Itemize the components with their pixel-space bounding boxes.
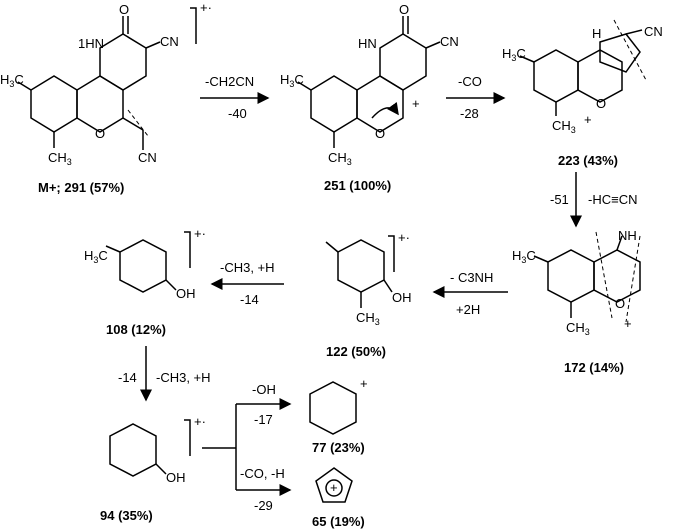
svg-text:CH3: CH3 [566, 320, 590, 337]
svg-text:O: O [399, 2, 409, 17]
svg-text:H3C: H3C [502, 46, 526, 63]
o-label: O [95, 126, 105, 141]
charge-291: +· [200, 0, 212, 15]
plus-77: + [360, 376, 368, 391]
step-7-mass: -17 [254, 412, 273, 427]
compound-122: CH3 OH +· 122 (50%) [325, 230, 412, 359]
step-7-loss: -OH [252, 382, 276, 397]
plus-223: + [584, 112, 592, 127]
step-1-mass: -40 [228, 106, 247, 121]
cn-label: CN [440, 34, 459, 49]
plus-251: + [412, 96, 420, 111]
step-4-loss: - C3NH [450, 270, 493, 285]
step-3-loss: -HC≡CN [588, 192, 637, 207]
svg-text:CH3: CH3 [552, 118, 576, 135]
o-label: O [596, 96, 606, 111]
nh-label: HN [358, 36, 377, 51]
svg-text:H3C: H3C [84, 248, 108, 265]
step-6-loss: -CH3, +H [156, 370, 211, 385]
compound-291: O 1HN CN O H3C CH3 CN +· M+; 291 (57%) [0, 0, 212, 195]
charge-108: +· [194, 226, 206, 241]
charge-94: +· [194, 414, 206, 429]
compound-94: OH +· 94 (35%) [100, 414, 206, 523]
step-4-gain: +2H [456, 302, 480, 317]
svg-text:CH3: CH3 [48, 150, 72, 167]
step-2-mass: -28 [460, 106, 479, 121]
compound-251: O HN CN O H3C CH3 + 251 (100%) [280, 2, 459, 193]
caption-291: M+; 291 (57%) [38, 180, 124, 195]
step-5: -CH3, +H -14 [210, 260, 284, 307]
compound-172: O H3C CH3 NH + 172 (14%) [512, 228, 641, 375]
step-3: -51 -HC≡CN [550, 172, 637, 228]
cn-label: CN [160, 34, 179, 49]
nh-label: 1HN [78, 36, 104, 51]
caption-122: 122 (50%) [326, 344, 386, 359]
branch-connector: -OH -17 -CO, -H -29 [202, 382, 292, 513]
step-3-mass: -51 [550, 192, 569, 207]
nh-label: H [592, 26, 601, 41]
svg-text:O: O [119, 2, 129, 17]
cn2-label: CN [138, 150, 157, 165]
plus-172: + [624, 316, 632, 331]
plus-65: + [330, 480, 338, 495]
svg-text:H3C: H3C [0, 72, 24, 89]
caption-94: 94 (35%) [100, 508, 153, 523]
step-5-mass: -14 [240, 292, 259, 307]
cn-label: CN [644, 24, 663, 39]
o-label: O [615, 296, 625, 311]
svg-text:CH3: CH3 [328, 150, 352, 167]
step-4: - C3NH +2H [432, 270, 508, 317]
step-8-loss: -CO, -H [240, 466, 285, 481]
caption-172: 172 (14%) [564, 360, 624, 375]
compound-223: H CN O H3C CH3 + 223 (43%) [502, 19, 663, 168]
svg-text:H3C: H3C [512, 248, 536, 265]
compound-77: + 77 (23%) [309, 376, 368, 455]
caption-65: 65 (19%) [312, 514, 365, 529]
step-2-loss: -CO [458, 74, 482, 89]
charge-122: +· [398, 230, 410, 245]
svg-text:H3C: H3C [280, 72, 304, 89]
step-6-mass: -14 [118, 370, 137, 385]
oh-label: OH [166, 470, 186, 485]
compound-65: + 65 (19%) [312, 467, 365, 529]
caption-77: 77 (23%) [312, 440, 365, 455]
caption-251: 251 (100%) [324, 178, 391, 193]
step-2: -CO -28 [446, 74, 506, 121]
oh-label: OH [392, 290, 412, 305]
svg-text:CH3: CH3 [356, 310, 380, 327]
step-6: -14 -CH3, +H [118, 346, 211, 402]
step-1-loss: -CH2CN [205, 74, 254, 89]
step-5-loss: -CH3, +H [220, 260, 275, 275]
caption-108: 108 (12%) [106, 322, 166, 337]
nh-label: NH [618, 228, 637, 243]
compound-108: H3C OH +· 108 (12%) [84, 226, 206, 337]
oh-label: OH [176, 286, 196, 301]
step-8-mass: -29 [254, 498, 273, 513]
step-1: -CH2CN -40 [200, 74, 270, 121]
caption-223: 223 (43%) [558, 153, 618, 168]
o-label: O [375, 126, 385, 141]
